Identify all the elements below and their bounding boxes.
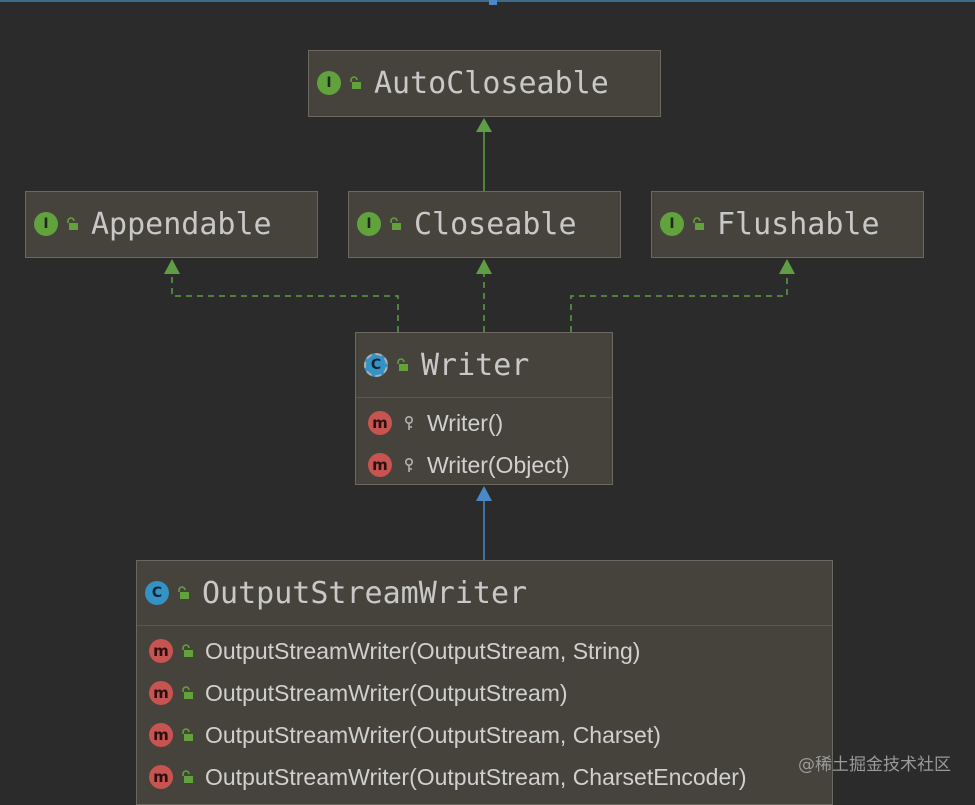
node-outputstreamwriter[interactable]: C OutputStreamWriter m OutputStreamWrite…	[136, 560, 833, 805]
edge-writer-to-flushable	[570, 273, 788, 332]
member-row[interactable]: m Writer()	[356, 402, 612, 444]
top-edge-marker	[489, 0, 497, 5]
member-signature: Writer()	[427, 409, 504, 436]
method-icon: m	[368, 453, 392, 477]
public-lock-icon	[350, 76, 361, 89]
public-lock-icon	[182, 686, 193, 699]
outputstreamwriter-members: m OutputStreamWriter(OutputStream, Strin…	[137, 625, 832, 798]
arrowhead-writer	[476, 486, 492, 501]
method-icon: m	[368, 411, 392, 435]
member-row[interactable]: m Writer(Object)	[356, 444, 612, 486]
method-icon: m	[149, 681, 173, 705]
node-title: Flushable	[717, 206, 880, 242]
node-flushable[interactable]: I Flushable	[651, 191, 924, 258]
abstract-class-icon: C	[364, 353, 388, 377]
node-title: OutputStreamWriter	[202, 575, 528, 611]
edge-writer-to-appendable	[171, 273, 399, 332]
method-icon: m	[149, 765, 173, 789]
node-title: Writer	[421, 347, 530, 383]
public-lock-icon	[178, 586, 189, 599]
method-icon: m	[149, 723, 173, 747]
node-closeable[interactable]: I Closeable	[348, 191, 621, 258]
node-title: Closeable	[414, 206, 577, 242]
protected-key-icon	[404, 415, 414, 430]
interface-icon: I	[357, 212, 381, 236]
node-flushable-header: I Flushable	[652, 192, 923, 256]
arrowhead-appendable	[164, 259, 180, 274]
node-writer-header: C Writer	[356, 333, 612, 397]
public-lock-icon	[693, 217, 704, 230]
member-signature: OutputStreamWriter(OutputStream)	[205, 679, 568, 706]
protected-key-icon	[404, 457, 414, 472]
writer-members: m Writer() m Writer(Object)	[356, 397, 612, 486]
method-icon: m	[149, 639, 173, 663]
node-appendable[interactable]: I Appendable	[25, 191, 318, 258]
member-signature: OutputStreamWriter(OutputStream, Charset…	[205, 763, 747, 790]
public-lock-icon	[397, 358, 408, 371]
node-writer[interactable]: C Writer m Writer() m Writer(Object)	[355, 332, 613, 485]
member-row[interactable]: m OutputStreamWriter(OutputStream, Chars…	[137, 714, 832, 756]
public-lock-icon	[67, 217, 78, 230]
node-title: AutoCloseable	[374, 65, 609, 101]
member-signature: OutputStreamWriter(OutputStream, Charset…	[205, 721, 661, 748]
node-autocloseable-header: I AutoCloseable	[309, 51, 660, 115]
member-row[interactable]: m OutputStreamWriter(OutputStream, Strin…	[137, 630, 832, 672]
member-signature: Writer(Object)	[427, 451, 570, 478]
public-lock-icon	[182, 770, 193, 783]
public-lock-icon	[390, 217, 401, 230]
arrowhead-flushable	[779, 259, 795, 274]
member-row[interactable]: m OutputStreamWriter(OutputStream)	[137, 672, 832, 714]
watermark: @稀土掘金技术社区	[798, 755, 951, 775]
node-appendable-header: I Appendable	[26, 192, 317, 256]
public-lock-icon	[182, 644, 193, 657]
interface-icon: I	[660, 212, 684, 236]
interface-icon: I	[317, 71, 341, 95]
arrowhead-autocloseable	[476, 118, 492, 132]
node-closeable-header: I Closeable	[349, 192, 620, 256]
public-lock-icon	[182, 728, 193, 741]
node-title: Appendable	[91, 206, 272, 242]
member-signature: OutputStreamWriter(OutputStream, String)	[205, 637, 641, 664]
arrowhead-closeable	[476, 259, 492, 274]
window-top-edge	[0, 0, 975, 2]
node-outputstreamwriter-header: C OutputStreamWriter	[137, 561, 832, 625]
member-row[interactable]: m OutputStreamWriter(OutputStream, Chars…	[137, 756, 832, 798]
class-icon: C	[145, 581, 169, 605]
interface-icon: I	[34, 212, 58, 236]
node-autocloseable[interactable]: I AutoCloseable	[308, 50, 661, 117]
